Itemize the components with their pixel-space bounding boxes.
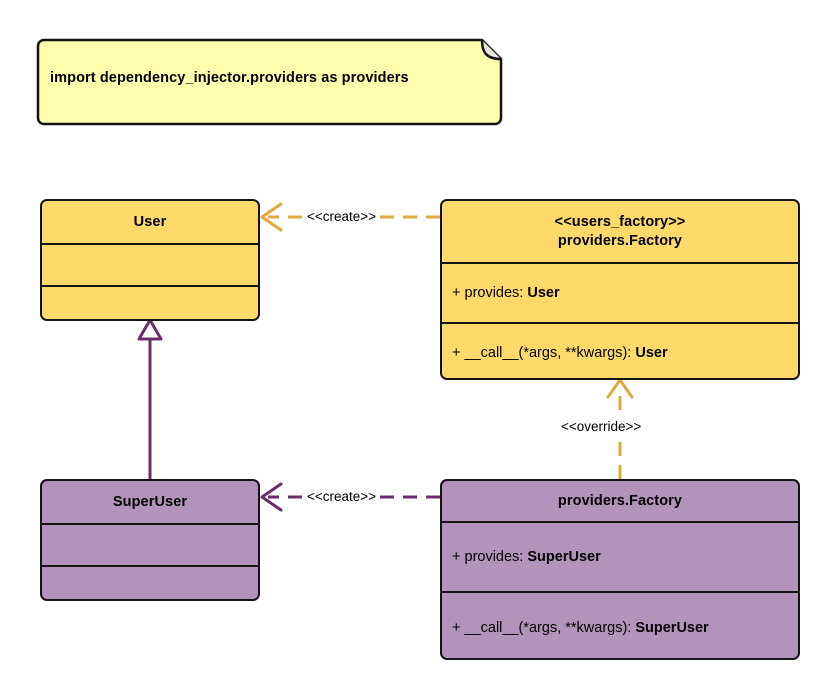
class-methods-override-factory: + __call__(*args, **kwargs): SuperUser: [442, 591, 798, 658]
note-text: import dependency_injector.providers as …: [50, 70, 409, 86]
attribute-label: provides:: [464, 549, 528, 565]
edge-override: [606, 378, 634, 479]
edge-label-create-superuser: <<create>>: [304, 489, 380, 505]
class-stereotype-users-factory: <<users_factory>>: [554, 213, 686, 230]
class-box-override-factory[interactable]: providers.Factory + provides: SuperUser …: [440, 479, 800, 660]
class-title-superuser: SuperUser: [42, 481, 258, 523]
class-box-users-factory[interactable]: <<users_factory>> providers.Factory + pr…: [440, 199, 800, 380]
class-name-users-factory: providers.Factory: [557, 232, 683, 249]
edge-generalization-superuser-user: [137, 318, 163, 479]
attribute-visibility: +: [452, 549, 461, 565]
attribute-type: User: [527, 285, 560, 301]
class-attributes-superuser: [42, 523, 258, 565]
attribute-row: + provides: User: [452, 284, 560, 302]
note-shape: [36, 38, 503, 126]
method-row: + __call__(*args, **kwargs): SuperUser: [452, 619, 709, 637]
edge-create-superuser: [260, 482, 440, 512]
class-name-override-factory: providers.Factory: [557, 492, 683, 509]
edge-label-override: <<override>>: [558, 419, 645, 435]
class-attributes-override-factory: + provides: SuperUser: [442, 521, 798, 591]
class-attributes-user: [42, 243, 258, 285]
class-box-superuser[interactable]: SuperUser: [40, 479, 260, 601]
class-methods-superuser: [42, 565, 258, 599]
method-type: User: [635, 345, 668, 361]
class-methods-user: [42, 285, 258, 319]
edge-create-user: [260, 202, 440, 232]
attribute-label: provides:: [464, 285, 528, 301]
class-title-override-factory: providers.Factory: [442, 481, 798, 521]
class-name-superuser: SuperUser: [112, 493, 188, 510]
method-row: + __call__(*args, **kwargs): User: [452, 344, 668, 362]
method-type: SuperUser: [635, 619, 709, 636]
class-title-user: User: [42, 201, 258, 243]
edge-label-create-user: <<create>>: [304, 209, 380, 225]
method-label: __call__(*args, **kwargs):: [464, 619, 636, 636]
attribute-visibility: +: [452, 285, 461, 301]
class-box-user[interactable]: User: [40, 199, 260, 321]
class-methods-users-factory: + __call__(*args, **kwargs): User: [442, 322, 798, 378]
method-label: __call__(*args, **kwargs):: [464, 345, 636, 361]
method-visibility: +: [452, 619, 461, 636]
class-attributes-users-factory: + provides: User: [442, 262, 798, 322]
class-name-user: User: [133, 213, 167, 230]
method-visibility: +: [452, 345, 461, 361]
attribute-row: + provides: SuperUser: [452, 548, 601, 566]
attribute-type: SuperUser: [527, 549, 601, 565]
class-title-users-factory: <<users_factory>> providers.Factory: [442, 201, 798, 262]
